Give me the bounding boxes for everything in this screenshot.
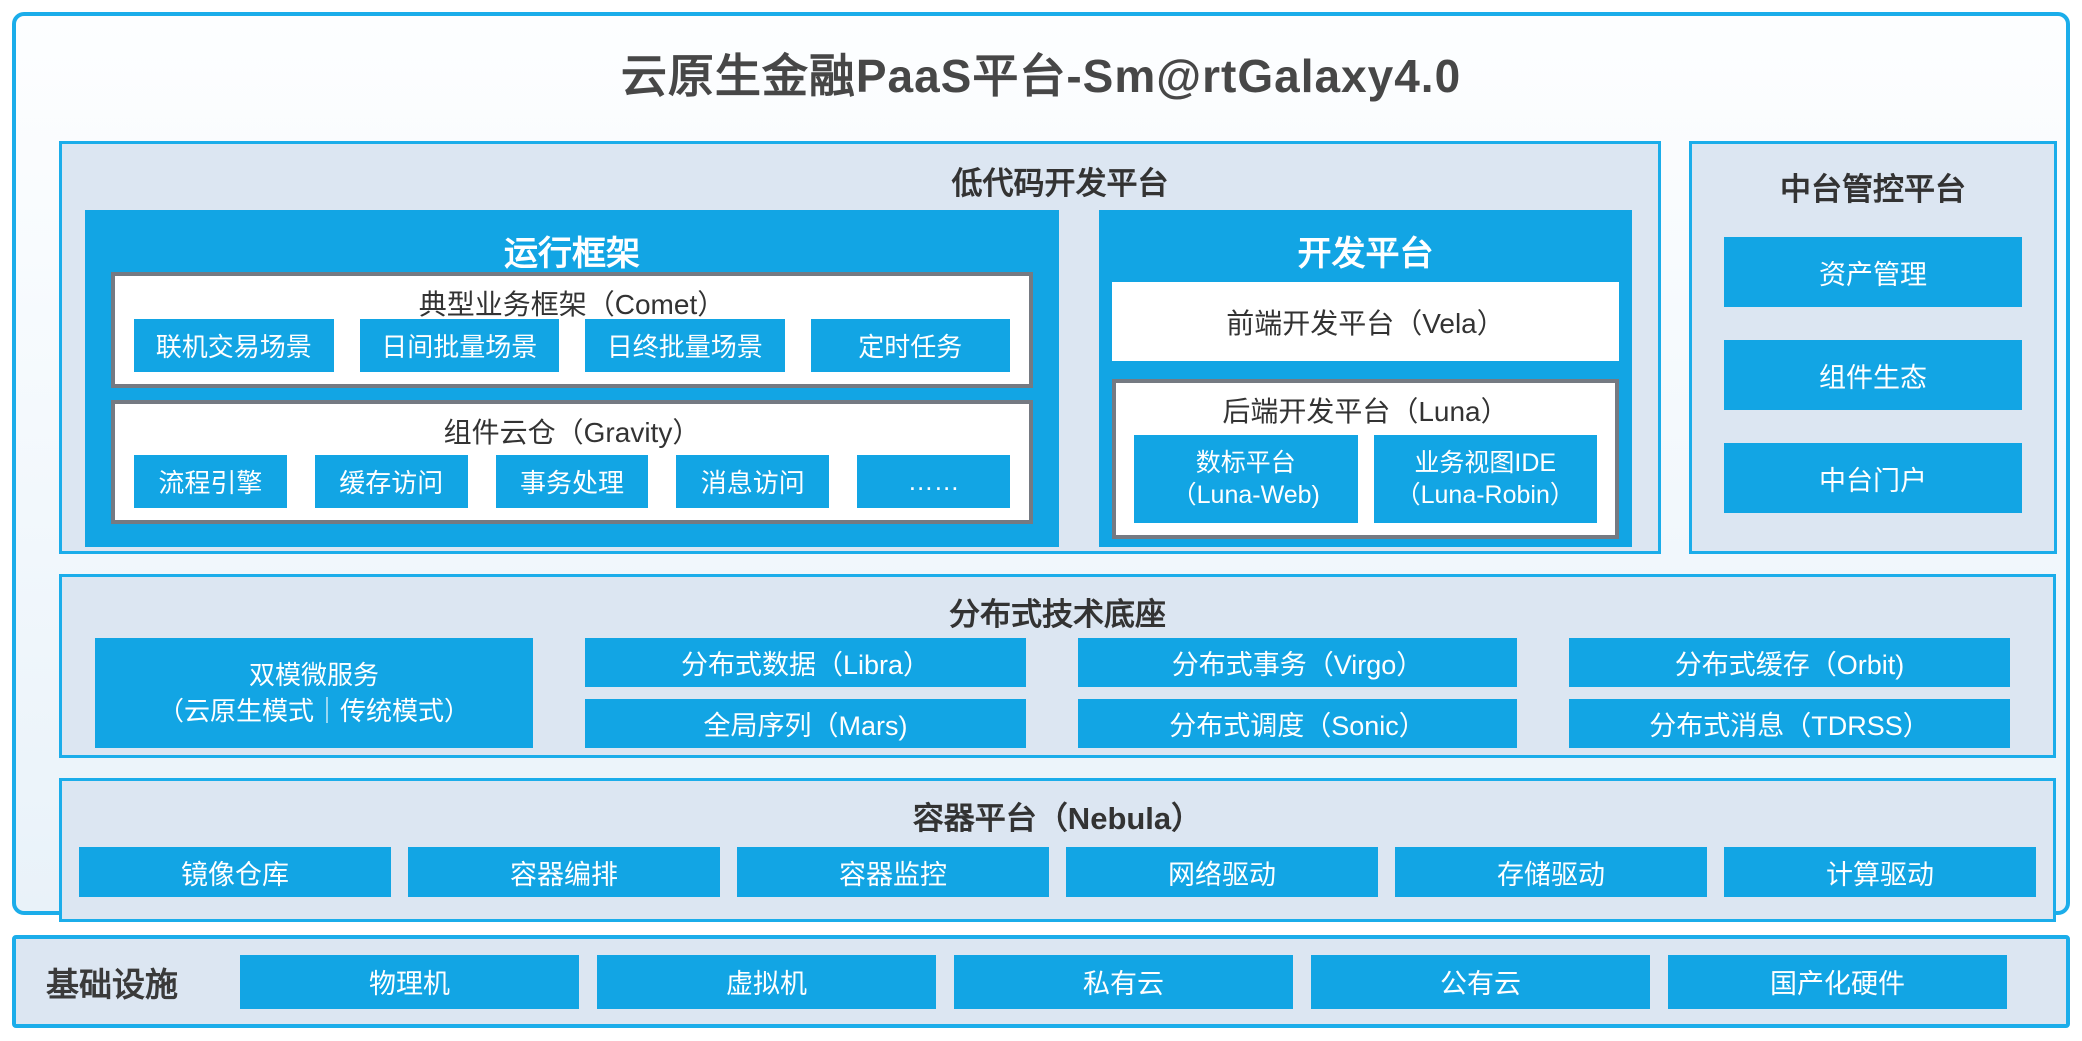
luna-chip-row: 数标平台 （Luna-Web) 业务视图IDE （Luna-Robin） xyxy=(1134,435,1597,523)
chip-line: （Luna-Web) xyxy=(1171,481,1320,509)
arch-chip: 分布式数据（Libra） xyxy=(585,638,1026,687)
mid-platform-chip-column: 资产管理 组件生态 中台门户 xyxy=(1724,237,2022,513)
luna-backend-box: 后端开发平台（Luna） 数标平台 （Luna-Web) 业务视图IDE （Lu… xyxy=(1112,379,1619,539)
comet-framework-box: 典型业务框架（Comet） 联机交易场景 日间批量场景 日终批量场景 定时任务 xyxy=(111,272,1033,388)
arch-chip: 消息访问 xyxy=(676,455,830,508)
run-frame-title: 运行框架 xyxy=(504,235,640,273)
comet-framework-title: 典型业务框架（Comet） xyxy=(418,289,726,320)
vela-frontend-box: 前端开发平台（Vela） xyxy=(1112,282,1619,361)
mid-platform-title: 中台管控平台 xyxy=(1780,172,1966,207)
gravity-warehouse-box: 组件云仓（Gravity） 流程引擎 缓存访问 事务处理 消息访问 …… xyxy=(111,400,1033,524)
mid-platform-panel: 中台管控平台 资产管理 组件生态 中台门户 xyxy=(1689,141,2057,554)
lowcode-platform-title: 低代码开发平台 xyxy=(951,166,1169,201)
arch-chip: 私有云 xyxy=(954,954,1293,1009)
arch-chip: 容器编排 xyxy=(408,847,720,897)
chip-line: （云原生模式｜传统模式） xyxy=(157,696,470,726)
gravity-warehouse-title: 组件云仓（Gravity） xyxy=(443,417,701,448)
container-platform-title: 容器平台（Nebula） xyxy=(912,801,1203,836)
arch-chip: 分布式调度（Sonic） xyxy=(1078,699,1517,748)
infrastructure-chip-row: 物理机 虚拟机 私有云 公有云 国产化硬件 xyxy=(240,954,2007,1009)
arch-chip: 组件生态 xyxy=(1724,340,2022,410)
dual-mode-microservice-chip: 双模微服务 （云原生模式｜传统模式） xyxy=(95,638,533,748)
luna-backend-title: 后端开发平台（Luna） xyxy=(1222,396,1509,427)
arch-chip: 分布式事务（Virgo） xyxy=(1078,638,1517,687)
gravity-chip-row: 流程引擎 缓存访问 事务处理 消息访问 …… xyxy=(134,455,1010,508)
run-frame-box: 运行框架 典型业务框架（Comet） 联机交易场景 日间批量场景 日终批量场景 … xyxy=(85,210,1059,547)
arch-chip: 全局序列（Mars) xyxy=(585,699,1026,748)
comet-chip-row: 联机交易场景 日间批量场景 日终批量场景 定时任务 xyxy=(134,319,1010,372)
arch-chip: 流程引擎 xyxy=(134,455,287,508)
arch-chip: 事务处理 xyxy=(495,455,649,508)
arch-chip: …… xyxy=(857,455,1010,508)
container-platform-panel: 容器平台（Nebula） 镜像仓库 容器编排 容器监控 网络驱动 存储驱动 计算… xyxy=(59,778,2056,922)
arch-chip: 分布式消息（TDRSS） xyxy=(1569,699,2010,748)
arch-chip: 镜像仓库 xyxy=(79,847,391,897)
arch-chip: 日间批量场景 xyxy=(359,319,559,372)
arch-chip: 定时任务 xyxy=(810,319,1010,372)
arch-chip: 资产管理 xyxy=(1724,237,2022,307)
arch-chip: 容器监控 xyxy=(737,847,1049,897)
chip-line: 业务视图IDE xyxy=(1414,448,1557,477)
infrastructure-panel: 基础设施 物理机 虚拟机 私有云 公有云 国产化硬件 xyxy=(12,935,2070,1028)
page-title: 云原生金融PaaS平台-Sm@rtGalaxy4.0 xyxy=(620,50,1462,102)
arch-chip: 中台门户 xyxy=(1724,443,2022,513)
distributed-base-panel: 分布式技术底座 双模微服务 （云原生模式｜传统模式） 分布式数据（Libra） … xyxy=(59,574,2056,758)
arch-chip: 网络驱动 xyxy=(1066,847,1378,897)
container-chip-row: 镜像仓库 容器编排 容器监控 网络驱动 存储驱动 计算驱动 xyxy=(79,847,2036,897)
arch-chip: 国产化硬件 xyxy=(1668,954,2007,1009)
architecture-frame: 云原生金融PaaS平台-Sm@rtGalaxy4.0 低代码开发平台 运行框架 … xyxy=(12,12,2070,922)
distributed-base-title: 分布式技术底座 xyxy=(949,597,1166,632)
arch-chip: 业务视图IDE （Luna-Robin） xyxy=(1373,435,1597,523)
arch-chip: 物理机 xyxy=(240,954,579,1009)
arch-chip: 分布式缓存（Orbit) xyxy=(1569,638,2010,687)
dev-platform-title: 开发平台 xyxy=(1297,235,1434,273)
arch-chip: 缓存访问 xyxy=(314,455,468,508)
dev-platform-box: 开发平台 前端开发平台（Vela） 后端开发平台（Luna） 数标平台 （Lun… xyxy=(1099,210,1632,547)
chip-line: （Luna-Robin） xyxy=(1395,481,1575,509)
distributed-chip-grid: 双模微服务 （云原生模式｜传统模式） 分布式数据（Libra） 分布式事务（Vi… xyxy=(95,638,2010,748)
lowcode-platform-panel: 低代码开发平台 运行框架 典型业务框架（Comet） 联机交易场景 日间批量场景… xyxy=(59,141,1661,554)
arch-chip: 公有云 xyxy=(1311,954,1650,1009)
arch-chip: 虚拟机 xyxy=(597,954,936,1009)
chip-line: 数标平台 xyxy=(1195,448,1296,477)
arch-chip: 联机交易场景 xyxy=(134,319,334,372)
arch-chip: 计算驱动 xyxy=(1724,847,2036,897)
arch-chip: 数标平台 （Luna-Web) xyxy=(1134,435,1358,523)
arch-chip: 日终批量场景 xyxy=(585,319,785,372)
chip-line: 双模微服务 xyxy=(248,659,379,690)
infrastructure-label: 基础设施 xyxy=(46,965,178,1003)
arch-chip: 存储驱动 xyxy=(1395,847,1707,897)
